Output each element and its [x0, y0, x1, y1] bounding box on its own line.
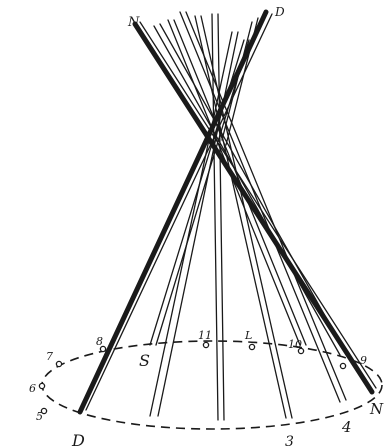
- label-5: 5: [36, 410, 43, 423]
- label-base-n: N: [369, 400, 384, 418]
- label-base-d: D: [71, 431, 85, 448]
- label-6: 6: [29, 382, 36, 395]
- label-8: 8: [96, 335, 103, 348]
- pole-9-b: [160, 24, 346, 353]
- label-10: 10: [288, 338, 302, 351]
- label-7: 7: [46, 350, 53, 363]
- label-9: 9: [360, 354, 367, 367]
- stake-6: [39, 383, 44, 388]
- label-11: 11: [198, 329, 212, 342]
- pole-center-a: [212, 14, 218, 420]
- label-tip-n: N: [127, 15, 140, 30]
- pole-3-a: [195, 16, 286, 418]
- labels: N D S D N 3 4 8 7 6 5 11 L 10 9: [29, 5, 384, 448]
- label-l: L: [244, 329, 252, 342]
- label-base-3: 3: [285, 434, 294, 448]
- pole-s-a: [150, 40, 244, 345]
- poles: [80, 12, 376, 420]
- label-base-s: S: [139, 351, 150, 370]
- label-base-4: 4: [341, 418, 352, 436]
- stake-l: [249, 344, 254, 349]
- stake-7: [56, 361, 61, 366]
- stake-9: [340, 363, 345, 368]
- label-tip-d: D: [274, 5, 285, 19]
- stake-11: [203, 342, 208, 347]
